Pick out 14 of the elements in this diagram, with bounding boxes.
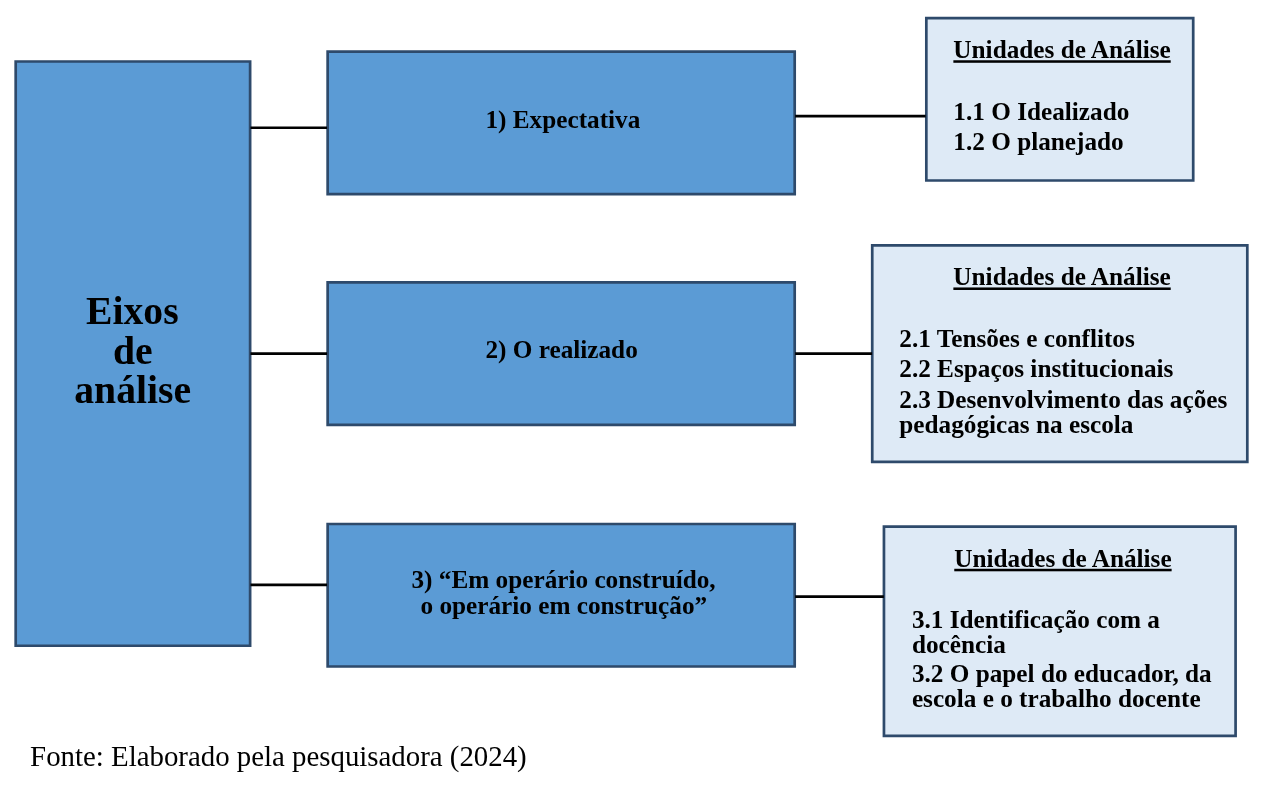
- node-box: Unidades de Análise 1.1 O Idealizado 1.2 O planejado: [925, 16, 1195, 182]
- node-box: Unidades de Análise 2.1 Tensões e conflitos 2.2 Espaços institucionais 2.3 Desenvolvimento das ações pedagógicas na escola: [870, 243, 1249, 463]
- connector: [250, 125, 328, 129]
- connector: [795, 594, 884, 598]
- node-box: 2) O realizado: [326, 280, 797, 426]
- node-box: 1) Expectativa: [326, 49, 797, 195]
- node-box: Eixos de análise: [14, 59, 252, 647]
- connector: [795, 114, 926, 117]
- connector: [250, 583, 328, 586]
- connector: [250, 351, 328, 355]
- caption: Fonte: Elaborado pela pesquisadora (2024): [30, 739, 527, 772]
- node-box: Unidades de Análise 3.1 Identificação com a docência 3.2 O papel do educador, da escola e o trabalho docente: [882, 524, 1237, 737]
- node-box: 3) “Em operário construído, o operário em construção”: [326, 522, 797, 668]
- connector: [795, 351, 873, 355]
